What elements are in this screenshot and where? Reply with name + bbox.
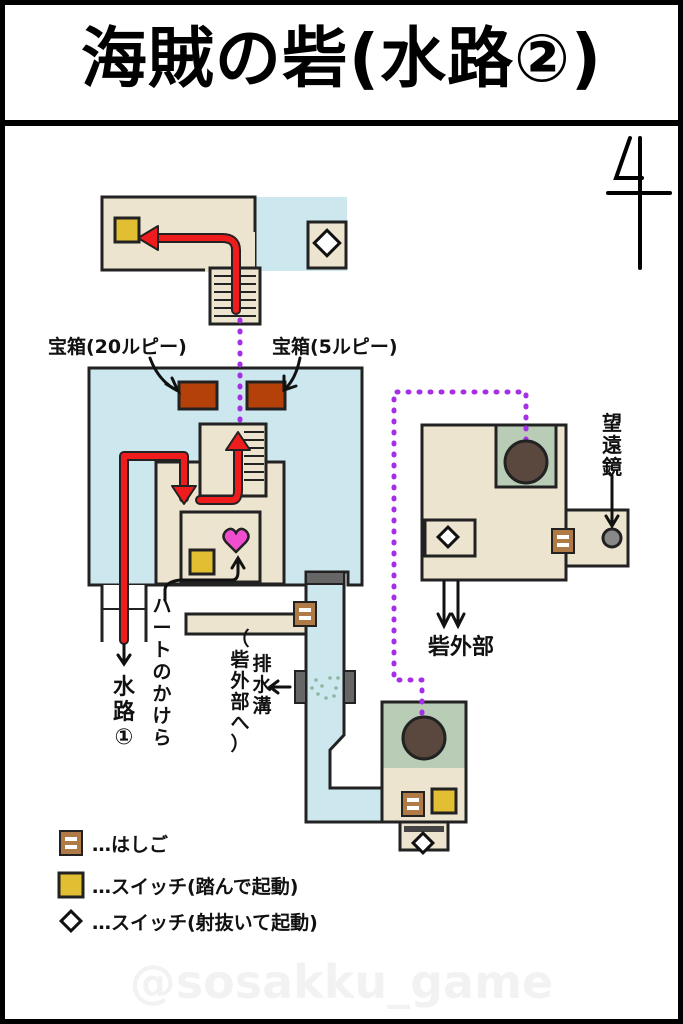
top-room [100, 195, 348, 326]
telescope-label: 望 遠 鏡 [602, 411, 622, 479]
north-arrow-icon [606, 136, 672, 270]
svg-text:ら: ら [152, 727, 171, 749]
legend-row-ladder: …はしご [56, 828, 168, 858]
svg-text:か: か [152, 683, 171, 705]
svg-text:水: 水 [252, 674, 272, 696]
shoot-switch-icon [435, 524, 461, 550]
ladder-icon [59, 830, 83, 856]
callout-arrows [116, 356, 620, 695]
svg-text:路: 路 [113, 699, 136, 725]
svg-text:の: の [152, 661, 171, 683]
legend-floor-switch-label: …スイッチ(踏んで起動) [92, 875, 299, 898]
water-channel [294, 570, 404, 824]
ladder-icon [401, 791, 425, 817]
legend-row-floor-switch: …スイッチ(踏んで起動) [56, 870, 298, 900]
svg-text:遠: 遠 [602, 433, 622, 457]
svg-text:溝: 溝 [252, 694, 271, 717]
page-title: 海賊の砦(水路②) [80, 20, 603, 97]
svg-text:ト: ト [152, 639, 171, 661]
floor-switch-icon [113, 216, 141, 244]
svg-text:砦: 砦 [230, 648, 249, 671]
svg-text:（: （ [230, 627, 249, 650]
chest-right-label: 宝箱(5ルピー) [272, 335, 398, 358]
treasure-chest-icon [177, 380, 219, 411]
heart-piece-icon [222, 527, 250, 554]
floor-switch-icon [430, 787, 458, 815]
chest-left-label: 宝箱(20ルピー) [48, 335, 187, 358]
floor-switch-icon [57, 871, 85, 899]
drain-label: 排 水 溝 [252, 652, 272, 717]
floor-switch-icon [188, 548, 216, 576]
title-bar [0, 0, 683, 126]
legend-row-shoot-switch: …スイッチ(射抜いて起動) [56, 906, 318, 936]
shoot-switch-icon [58, 908, 84, 934]
svg-text:）: ） [230, 732, 249, 755]
shoot-switch-icon [410, 830, 436, 856]
pit-icon [401, 439, 549, 761]
svg-text:外: 外 [230, 669, 249, 692]
telescope-icon [601, 527, 623, 549]
drain-destination-label: （ 砦 外 部 へ ） [230, 627, 249, 755]
svg-text:ハ: ハ [152, 595, 171, 617]
svg-text:ー: ー [152, 617, 171, 639]
svg-text:へ: へ [230, 712, 249, 734]
svg-text:排: 排 [252, 652, 271, 675]
fort-outside-label: 砦外部 [428, 634, 494, 660]
heart-piece-label: ハ ー ト の か け ら [152, 595, 171, 749]
route [119, 225, 251, 645]
svg-text:け: け [152, 705, 171, 727]
svg-text:①: ① [115, 725, 134, 750]
shoot-switch-icon [312, 228, 342, 258]
svg-text:鏡: 鏡 [602, 455, 622, 479]
waterway-label: 水 路 ① [113, 675, 136, 750]
treasure-chest-icon [245, 380, 287, 411]
legend-shoot-switch-label: …スイッチ(射抜いて起動) [92, 911, 318, 934]
ladder-icon [293, 601, 317, 627]
watermark: @sosakku_game [129, 955, 554, 1009]
legend-ladder-label: …はしご [92, 833, 169, 856]
dotted-path [237, 317, 529, 731]
svg-text:望: 望 [602, 411, 622, 435]
svg-text:水: 水 [113, 675, 136, 700]
svg-text:部: 部 [230, 690, 249, 713]
ladder-icon [551, 528, 575, 554]
